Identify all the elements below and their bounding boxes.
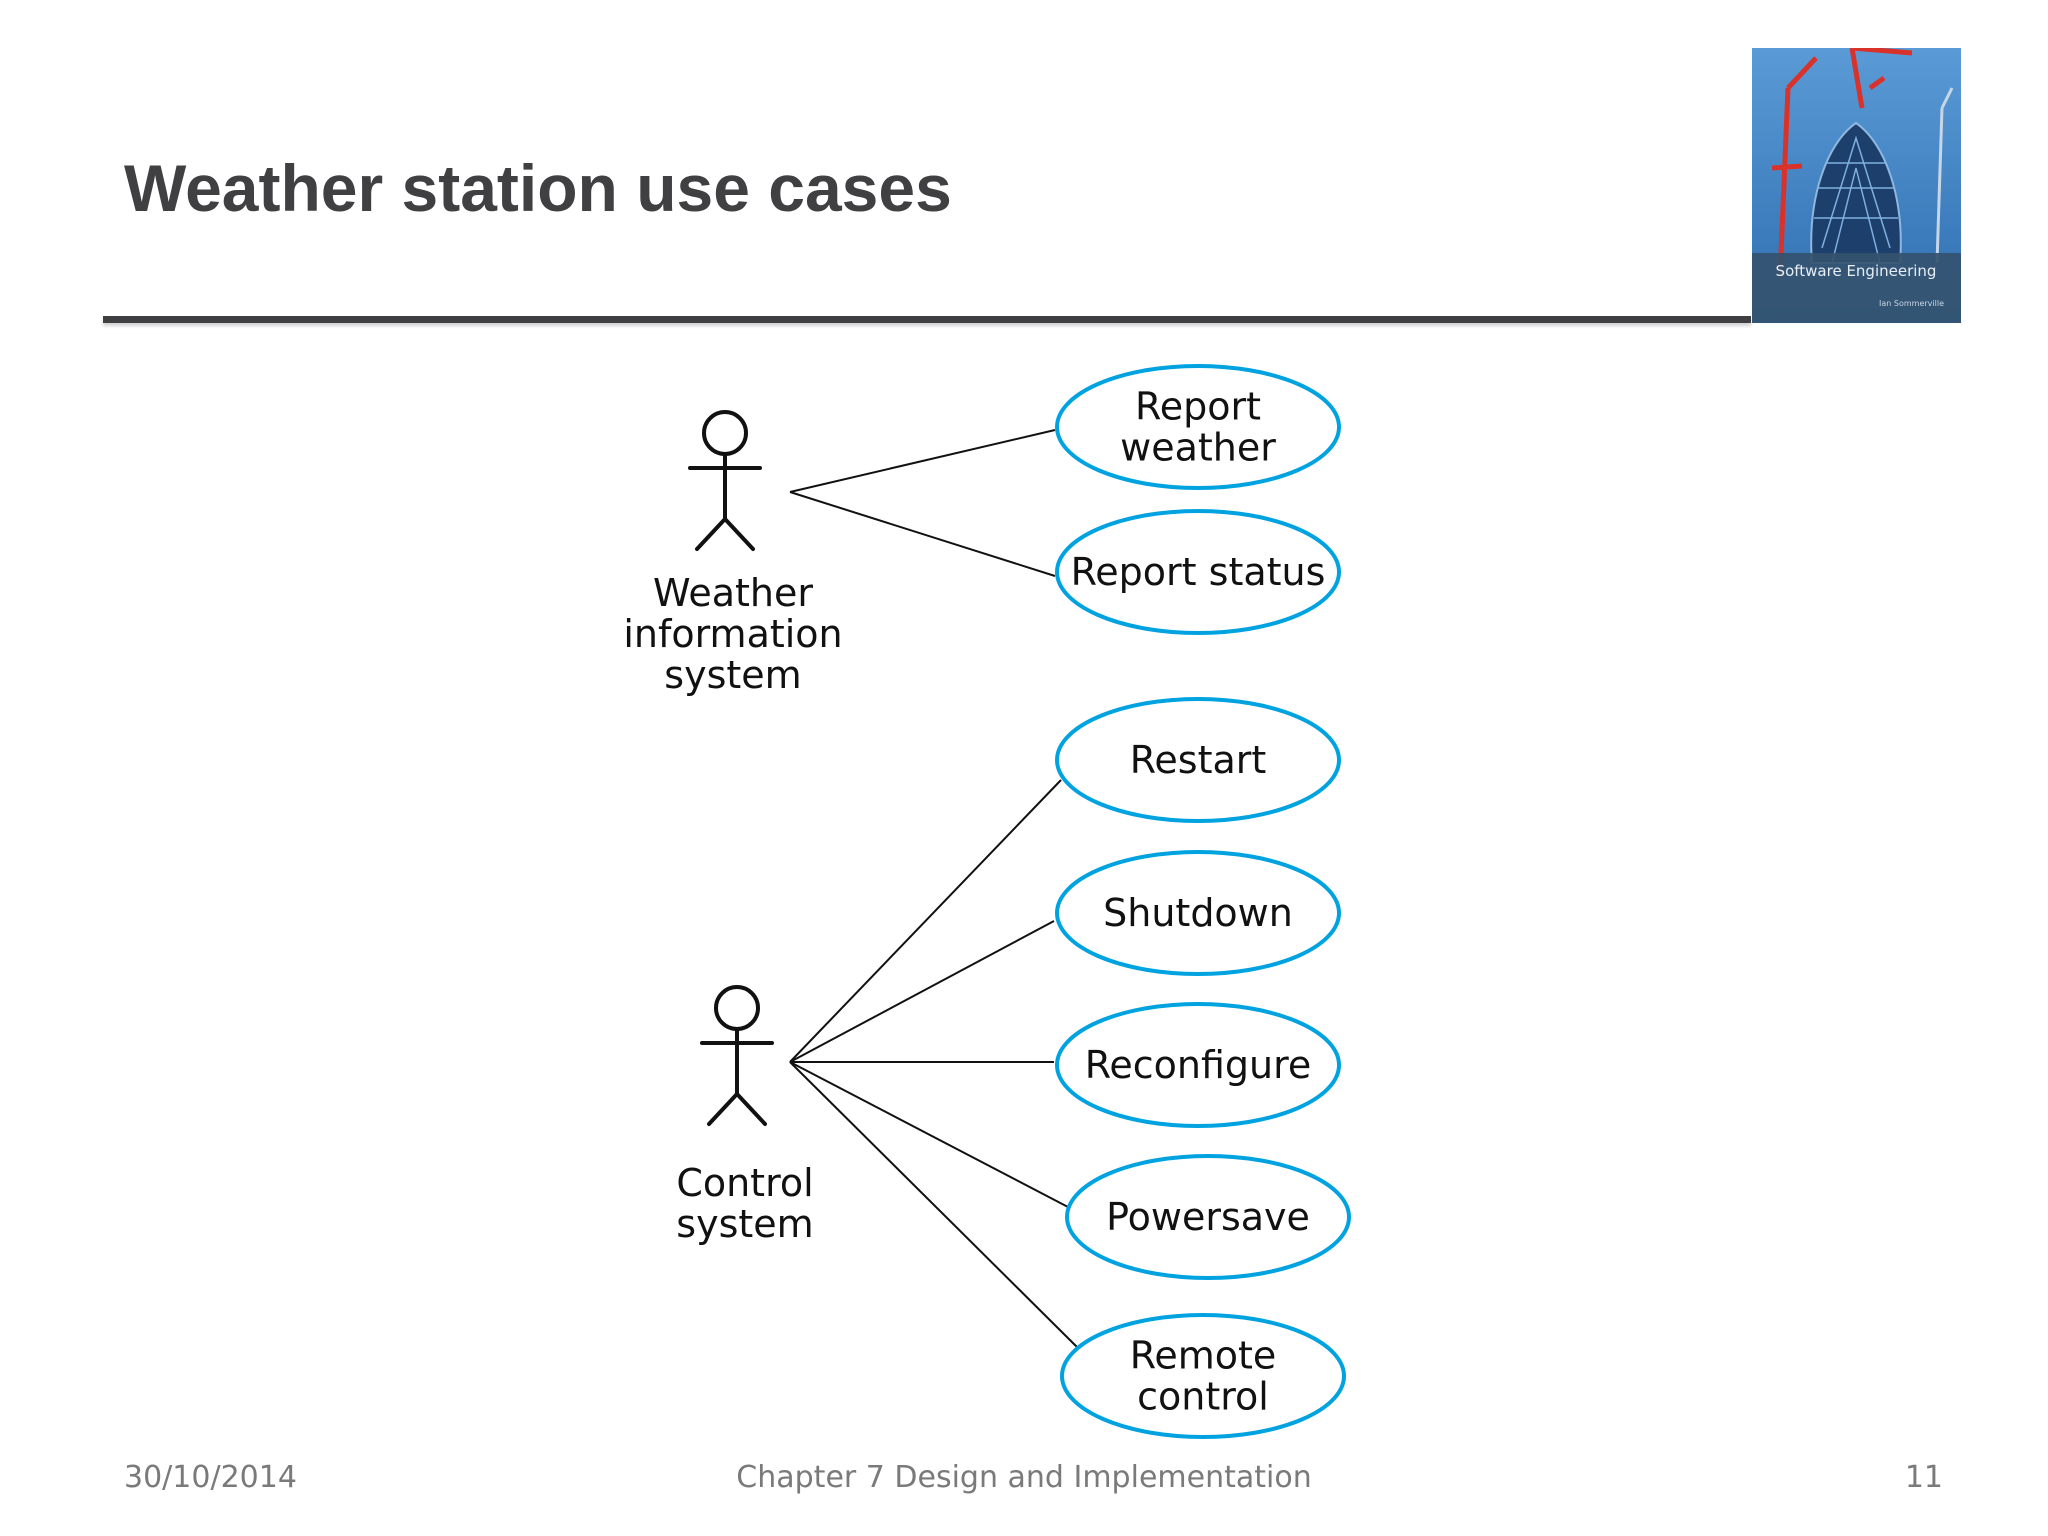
cover-band xyxy=(1752,253,1961,323)
cover-crane-right xyxy=(1849,48,1913,109)
association-ctl-powersave xyxy=(789,1061,1069,1208)
use-case-label: Report xyxy=(1135,385,1261,429)
use-case-ellipse xyxy=(1055,509,1341,635)
actor-stick-figure-icon xyxy=(688,410,762,551)
cover-tower xyxy=(1810,121,1902,264)
association-ctl-shutdown xyxy=(789,920,1055,1063)
actor-label: Control xyxy=(676,1161,813,1205)
association-ctl-remote-control xyxy=(789,1061,1079,1349)
actor-label: system xyxy=(676,1202,813,1246)
cover-author: Ian Sommerville xyxy=(1879,299,1944,308)
use-case-label: Report status xyxy=(1071,550,1326,594)
use-case-label: Powersave xyxy=(1106,1195,1310,1239)
slide-title: Weather station use cases xyxy=(124,151,952,225)
use-case-label: Shutdown xyxy=(1103,891,1293,935)
use-case-ellipse xyxy=(1055,1002,1341,1128)
use-case-shutdown: Shutdown xyxy=(1055,850,1341,976)
cover-crane-left xyxy=(1771,56,1818,279)
footer-page-number: 11 xyxy=(1904,1460,1943,1495)
use-case-ellipse xyxy=(1055,364,1341,490)
footer-date: 30/10/2014 xyxy=(124,1460,297,1495)
use-case-reconfigure: Reconfigure xyxy=(1055,1002,1341,1128)
use-case-report-status: Report status xyxy=(1055,509,1341,635)
use-case-powersave: Powersave xyxy=(1065,1154,1351,1280)
use-case-label: Restart xyxy=(1130,738,1267,782)
actor-label: information xyxy=(623,612,842,656)
association-lines xyxy=(789,429,1079,1349)
cover-crane-far xyxy=(1935,87,1954,264)
cover-title: Software Engineering xyxy=(1776,262,1937,280)
use-case-restart: Restart xyxy=(1055,697,1341,823)
actor-label: system xyxy=(664,653,801,697)
actor-stick-figure-icon xyxy=(700,985,774,1126)
association-wis-report-status xyxy=(789,491,1056,577)
use-case-ellipse xyxy=(1055,697,1341,823)
association-ctl-restart xyxy=(789,779,1062,1063)
book-cover-image: Software Engineering Ian Sommerville xyxy=(1752,48,1961,323)
use-case-ellipse xyxy=(1065,1154,1351,1280)
footer-chapter: Chapter 7 Design and Implementation xyxy=(736,1460,1312,1495)
use-case-label: weather xyxy=(1120,426,1276,470)
use-case-ellipse xyxy=(1060,1313,1346,1439)
association-wis-report-weather xyxy=(789,429,1056,493)
title-divider xyxy=(103,316,1751,323)
cover-tower-grid xyxy=(1814,135,1898,264)
use-case-label: Remote xyxy=(1130,1334,1277,1378)
use-case-label: control xyxy=(1137,1375,1269,1419)
use-case-label: Reconfigure xyxy=(1085,1043,1312,1087)
use-case-ellipse xyxy=(1055,850,1341,976)
actor-label: Weather xyxy=(653,571,813,615)
